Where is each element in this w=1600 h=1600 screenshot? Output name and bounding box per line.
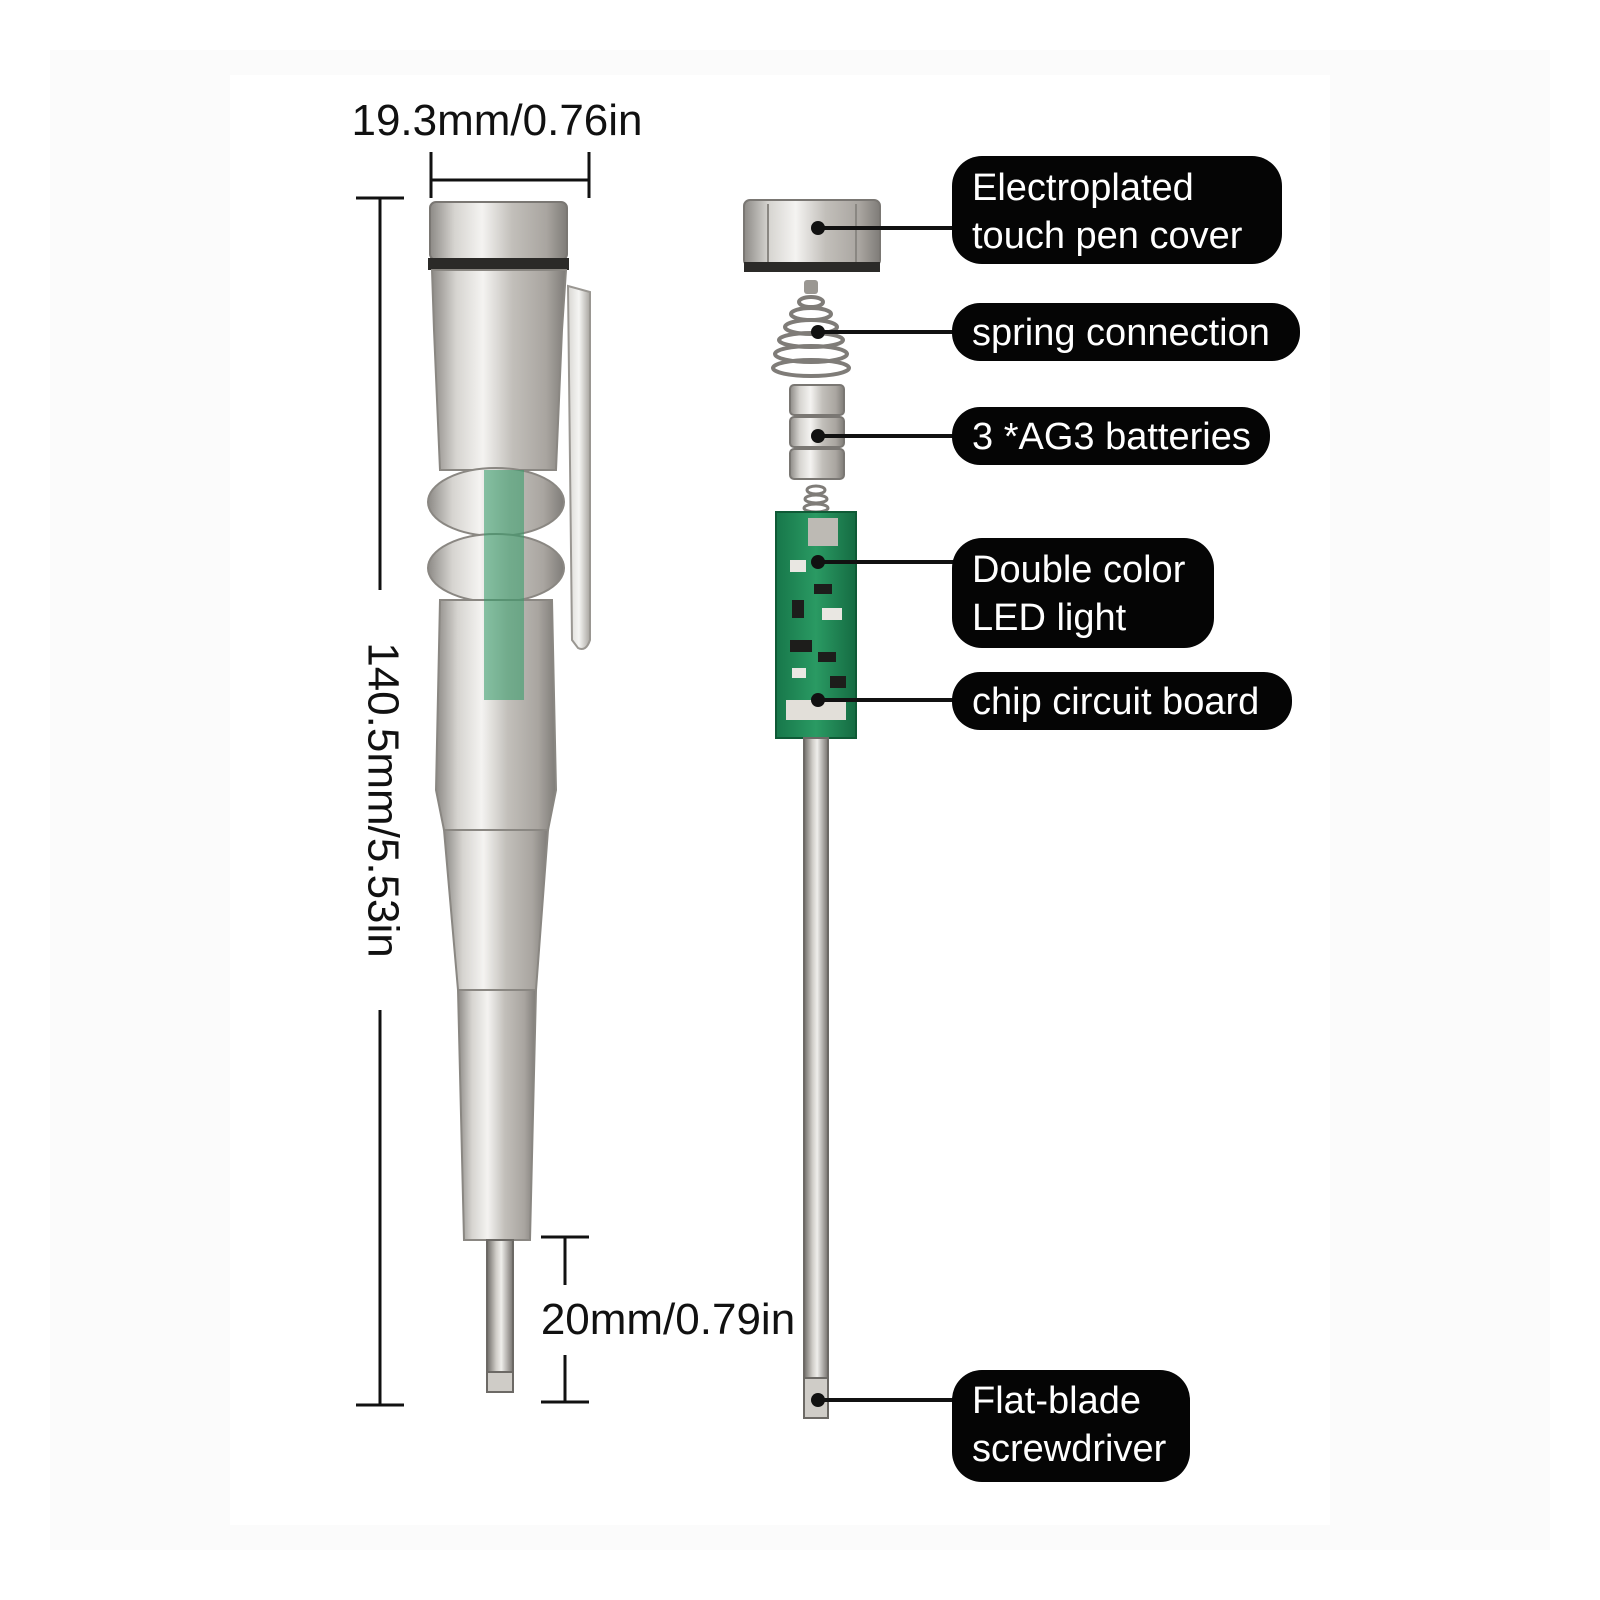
callout-cover: Electroplated touch pen cover: [952, 156, 1282, 264]
pen-inner-circuit: [484, 470, 524, 700]
pen-blade: [486, 1239, 514, 1391]
callout-spring: spring connection: [952, 303, 1300, 361]
blade-dimension-label: 20mm/0.79in: [541, 1295, 795, 1344]
spring: [771, 295, 851, 378]
pen-cap-ring: [428, 258, 569, 270]
pen-taper: [442, 829, 550, 991]
small-spring: [802, 484, 830, 514]
callout-circuit-board-line-1: chip circuit board: [972, 681, 1259, 723]
callout-leaders: [818, 226, 955, 1402]
callout-cover-line-2: touch pen cover: [972, 215, 1243, 257]
pen-shaft: [456, 989, 538, 1241]
touch-pen-cover: [743, 199, 881, 272]
callout-led: Double color LED light: [952, 538, 1214, 648]
pen-upper-body: [430, 269, 568, 471]
assembled-pen: [427, 201, 591, 1393]
callout-screwdriver: Flat-blade screwdriver: [952, 1370, 1190, 1482]
callout-batteries-line-1: 3 *AG3 batteries: [972, 416, 1251, 458]
callout-led-line-2: LED light: [972, 597, 1127, 639]
width-dimension-label: 19.3mm/0.76in: [351, 96, 642, 145]
blade-dimension: 20mm/0.79in: [541, 1235, 795, 1404]
callout-circuit-board: chip circuit board: [952, 672, 1292, 730]
probe-shaft: [803, 737, 829, 1399]
width-dimension: 19.3mm/0.76in: [351, 96, 643, 198]
callout-batteries: 3 *AG3 batteries: [952, 407, 1270, 465]
pen-top-cap: [429, 201, 568, 261]
callout-led-line-1: Double color: [972, 549, 1186, 591]
exploded-parts: [743, 199, 881, 1419]
callout-screwdriver-line-1: Flat-blade: [972, 1380, 1141, 1422]
led-component: [790, 560, 806, 572]
contact-button: [804, 280, 818, 294]
pen-blade-tip: [486, 1371, 514, 1393]
length-dimension-label: 140.5mm/5.53in: [358, 642, 407, 958]
callout-dots: [811, 221, 825, 1407]
length-dimension: 140.5mm/5.53in: [356, 196, 407, 1407]
pocket-clip: [566, 284, 591, 650]
callout-screwdriver-line-2: screwdriver: [972, 1428, 1167, 1470]
callout-spring-line-1: spring connection: [972, 312, 1270, 354]
callout-cover-line-1: Electroplated: [972, 167, 1194, 209]
